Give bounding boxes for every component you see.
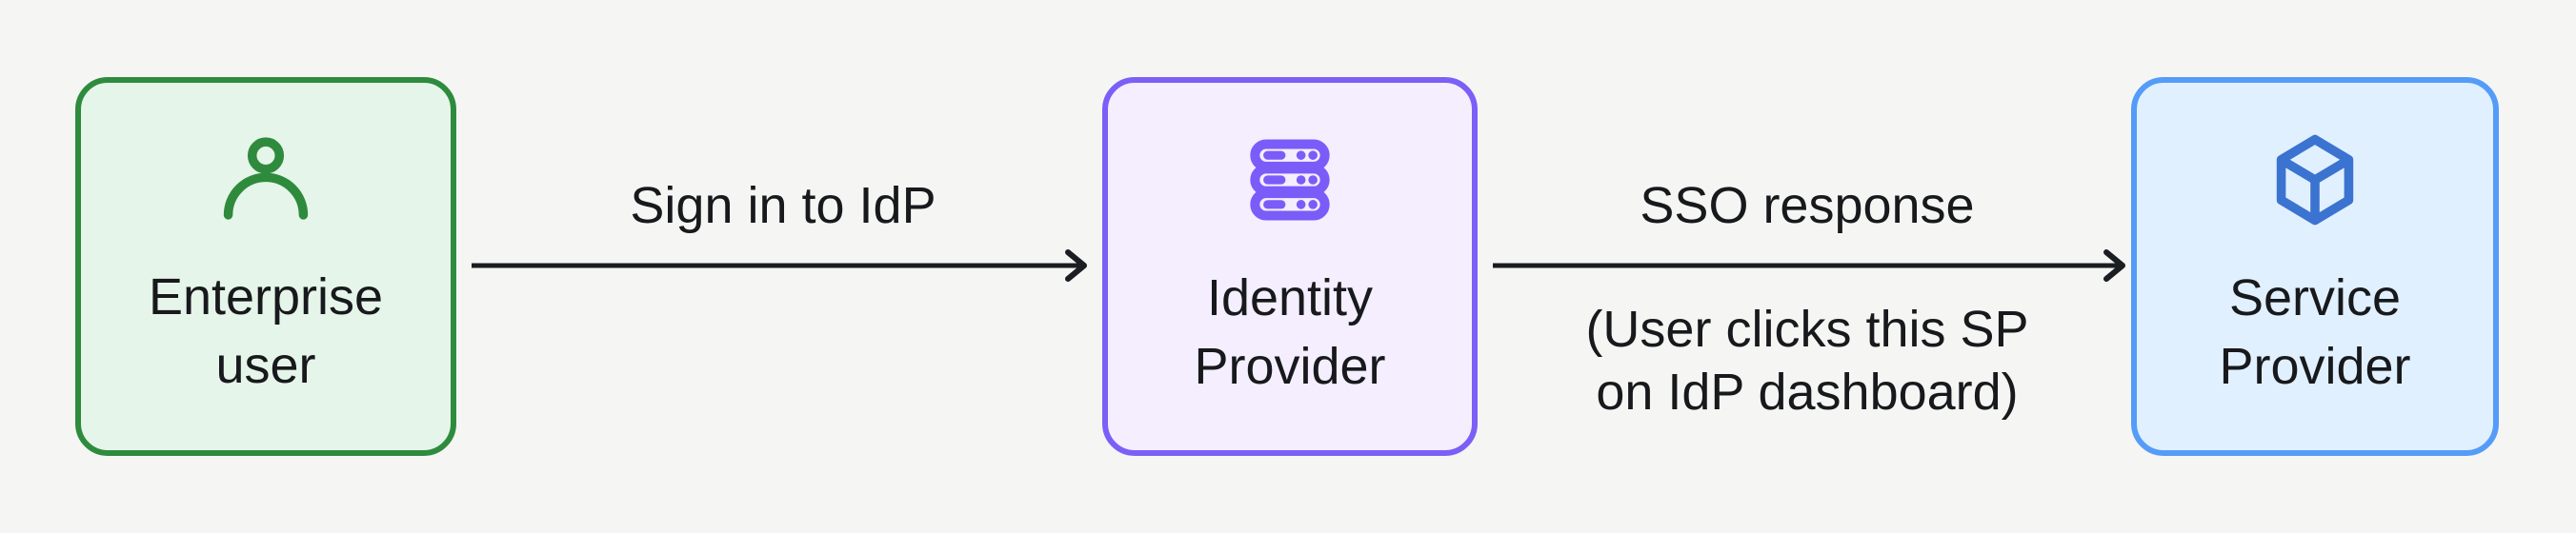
node-service-provider: Service Provider xyxy=(2131,77,2499,456)
node-identity-provider: Identity Provider xyxy=(1102,77,1478,456)
cube-icon xyxy=(2267,132,2363,227)
edge-label-sign-in-to-idp: Sign in to IdP xyxy=(630,177,936,234)
node-label-identity-provider: Identity Provider xyxy=(1194,269,1386,395)
node-label-enterprise-user: Enterprise user xyxy=(148,268,384,394)
edge-sublabel-user-clicks-sp: (User clicks this SP on IdP dashboard) xyxy=(1585,301,2029,421)
edge-label-sso-response: SSO response xyxy=(1640,177,1975,234)
user-icon xyxy=(216,133,315,227)
node-label-service-provider: Service Provider xyxy=(2219,269,2411,395)
server-icon xyxy=(1242,132,1338,227)
arrow-user-to-idp xyxy=(472,249,1087,282)
node-enterprise-user: Enterprise user xyxy=(75,77,456,456)
arrow-idp-to-sp xyxy=(1493,249,2125,282)
